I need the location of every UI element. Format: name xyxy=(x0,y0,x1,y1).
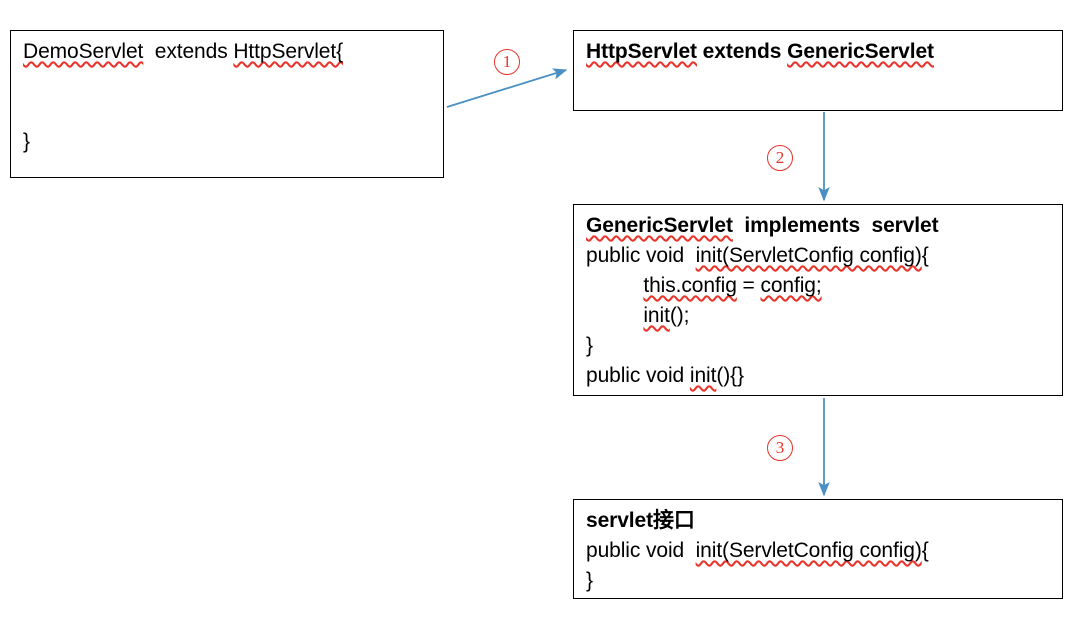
code-line xyxy=(586,67,1052,97)
code-token: } xyxy=(23,130,30,153)
code-token xyxy=(23,100,29,123)
code-line: init(); xyxy=(586,301,1052,331)
box-servlet-interface[interactable]: servlet接口 public void init(ServletConfig … xyxy=(573,499,1063,599)
code-line: GenericServlet implements servlet xyxy=(586,211,1052,241)
code-token: extends xyxy=(696,40,788,63)
code-token: init xyxy=(689,364,717,387)
code-token: = xyxy=(736,274,761,297)
code-line: } xyxy=(586,566,1052,596)
code-token: init(ServletConfig config) xyxy=(695,244,922,267)
code-token: (){} xyxy=(716,364,744,387)
step-marker-1: 1 xyxy=(494,49,520,75)
code-line: HttpServlet extends GenericServlet xyxy=(586,37,1052,67)
code-token: { xyxy=(921,539,929,562)
code-token: init(ServletConfig config) xyxy=(695,539,922,562)
box-http-servlet[interactable]: HttpServlet extends GenericServlet xyxy=(573,30,1063,111)
code-token: public void xyxy=(586,364,690,387)
step-marker-3: 3 xyxy=(767,435,793,461)
code-token xyxy=(586,304,643,327)
code-token: HttpServlet xyxy=(586,40,697,63)
code-token: extends xyxy=(143,40,234,63)
code-token: init xyxy=(643,304,670,327)
code-token: implements servlet xyxy=(732,214,939,237)
arrow-demo-to-http xyxy=(446,68,568,108)
code-line: public void init(ServletConfig config){ xyxy=(586,241,1052,271)
code-token: public void xyxy=(586,244,696,267)
code-line: public void init(ServletConfig config){ xyxy=(586,536,1052,566)
code-token: } xyxy=(586,334,593,357)
box-demo-servlet[interactable]: DemoServlet extends HttpServlet{ } xyxy=(10,30,444,178)
code-token: GenericServlet xyxy=(586,214,733,237)
code-token: GenericServlet xyxy=(787,40,934,63)
code-token: public void xyxy=(586,539,696,562)
code-line: } xyxy=(23,127,433,157)
code-token: DemoServlet xyxy=(23,40,144,63)
code-token xyxy=(586,274,643,297)
code-token xyxy=(23,70,29,93)
code-token: { xyxy=(921,244,929,267)
code-line: DemoServlet extends HttpServlet{ xyxy=(23,37,433,67)
code-token: this.config xyxy=(643,274,737,297)
code-token xyxy=(586,70,592,93)
code-token: } xyxy=(586,569,593,592)
code-token: servlet接口 xyxy=(586,509,695,532)
step-marker-2: 2 xyxy=(767,145,793,171)
code-token: config; xyxy=(760,274,822,297)
code-line: } xyxy=(586,331,1052,361)
code-line: servlet接口 xyxy=(586,506,1052,536)
code-line xyxy=(23,97,433,127)
code-line xyxy=(23,67,433,97)
code-line: this.config = config; xyxy=(586,271,1052,301)
code-token: HttpServlet{ xyxy=(233,40,344,63)
code-line: public void init(){} xyxy=(586,361,1052,391)
code-token: (); xyxy=(669,304,690,327)
